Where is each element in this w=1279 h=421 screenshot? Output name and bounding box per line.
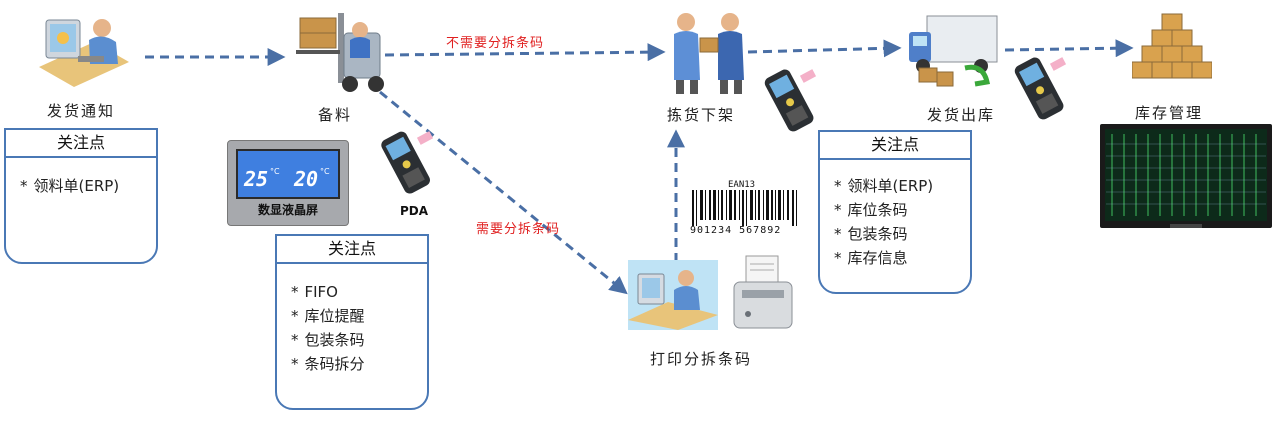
arrow-prepare-to-pick — [384, 43, 666, 62]
focus-box-notify: 关注点 *领料单(ERP) — [4, 128, 158, 264]
edge-label-no-split: 不需要分拆条码 — [446, 36, 545, 51]
print-station-icon — [628, 260, 718, 330]
stage-label-ship: 发货出库 — [927, 106, 996, 124]
barcode-image — [692, 190, 797, 226]
focus-box-pick: 关注点 *领料单(ERP) *库位条码 *包装条码 *库存信息 — [818, 130, 972, 294]
arrow-pick-to-ship — [747, 39, 902, 58]
focus-item: *包装条码 — [834, 225, 908, 243]
focus-item: *FIFO — [291, 283, 338, 301]
focus-item: *库位条码 — [834, 201, 908, 219]
lcd-screen: 25 °C 20 °C — [236, 149, 340, 199]
computer-user-icon — [39, 19, 129, 87]
focus-box-prepare: 关注点 *FIFO *库位提醒 *包装条码 *条码拆分 — [275, 234, 429, 410]
forklift-icon — [296, 13, 384, 92]
focus-item: *包装条码 — [291, 331, 365, 349]
stage-label-print: 打印分拆条码 — [650, 350, 753, 368]
delivery-truck-icon — [909, 15, 998, 87]
printer-icon — [733, 255, 793, 329]
focus-item: *领料单(ERP) — [834, 177, 934, 195]
pda-icon — [381, 131, 434, 194]
focus-item: *库位提醒 — [291, 307, 365, 325]
pda-icon — [1014, 57, 1067, 120]
lcd-right-value: 20 — [294, 167, 319, 191]
stage-label-inventory: 库存管理 — [1135, 104, 1204, 122]
handover-icon — [674, 13, 744, 94]
barcode-type: EAN13 — [728, 180, 756, 190]
stage-label-prepare: 备料 — [318, 106, 353, 124]
focus-item: *领料单(ERP) — [20, 177, 120, 195]
stage-label-pick: 拣货下架 — [667, 106, 736, 124]
focus-box-title: 关注点 — [818, 130, 972, 160]
arrow-prepare-to-print — [379, 90, 628, 295]
edge-label-need-split: 需要分拆条码 — [476, 222, 561, 237]
barcode-digits: 901234 567892 — [690, 225, 782, 236]
lcd-left-unit: °C — [270, 167, 280, 176]
focus-box-title: 关注点 — [275, 234, 429, 264]
pda-icon — [764, 69, 817, 132]
arrow-ship-to-inventory — [1004, 39, 1134, 58]
lcd-right-unit: °C — [320, 167, 330, 176]
focus-item: *条码拆分 — [291, 355, 365, 373]
monitor-icon — [1100, 124, 1272, 228]
lcd-left-value: 25 — [244, 167, 269, 191]
focus-item: *库存信息 — [834, 249, 908, 267]
stage-label-notify: 发货通知 — [47, 102, 116, 120]
pda-label: PDA — [400, 204, 429, 218]
focus-box-title: 关注点 — [4, 128, 158, 158]
lcd-display-device: 25 °C 20 °C 数显液晶屏 — [227, 140, 349, 226]
boxes-icon — [1132, 13, 1212, 79]
lcd-caption: 数显液晶屏 — [257, 203, 318, 217]
